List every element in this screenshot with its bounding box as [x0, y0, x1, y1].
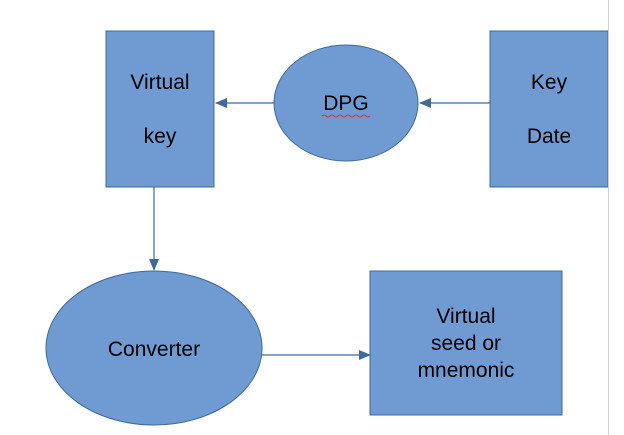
- node-key-date: Key Date: [489, 30, 609, 188]
- node-converter: Converter: [45, 270, 263, 426]
- page-edge-divider: [608, 0, 609, 435]
- spellcheck-squiggle: [321, 114, 371, 118]
- virtual-seed-label-line2: seed or: [431, 332, 501, 355]
- dpg-label: DPG: [323, 92, 369, 115]
- virtual-key-label-line1: Virtual: [130, 71, 189, 94]
- virtual-seed-box: [369, 270, 563, 416]
- converter-label: Converter: [108, 338, 200, 361]
- node-dpg: DPG: [273, 44, 419, 162]
- virtual-key-label-line2: key: [144, 125, 177, 148]
- key-date-label-line2: Date: [527, 125, 571, 148]
- key-date-label-line1: Key: [531, 71, 568, 94]
- converter-ellipse: [45, 270, 263, 426]
- virtual-seed-label-line3: mnemonic: [418, 359, 515, 382]
- virtual-seed-label-line1: Virtual: [436, 305, 495, 328]
- node-virtual-key: Virtual key: [105, 30, 215, 188]
- dpg-ellipse: [273, 44, 419, 162]
- node-virtual-seed: Virtual seed or mnemonic: [369, 270, 563, 416]
- key-date-box: [489, 30, 609, 188]
- virtual-key-box: [105, 30, 215, 188]
